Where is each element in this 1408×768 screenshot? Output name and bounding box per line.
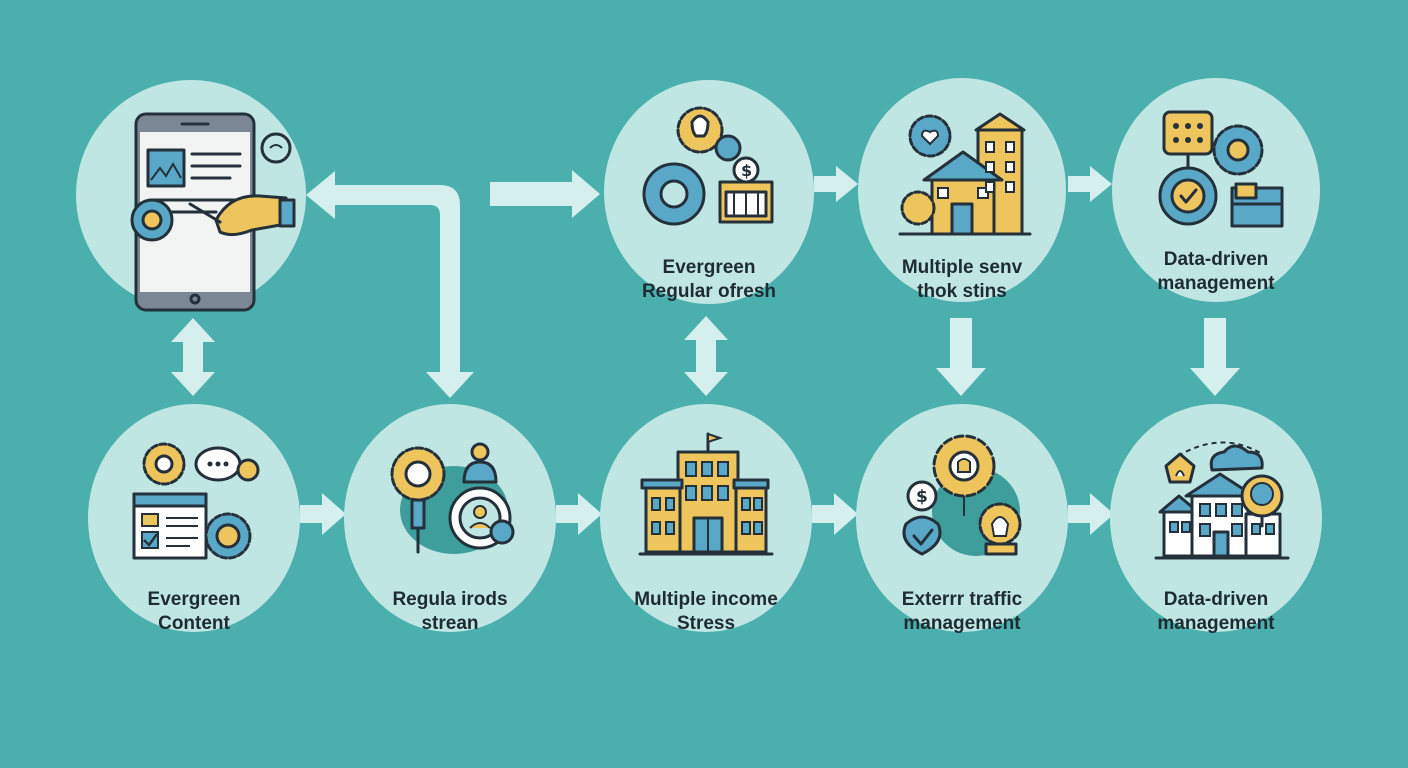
tablet-editing-icon [130,112,296,312]
data-gauge-icon [1158,110,1284,228]
label-line-2: Regular ofresh [641,281,777,302]
node-label: Data-driven management [1112,248,1320,296]
label-line-1: Data-driven [1163,589,1269,610]
arrow-bottom-2 [556,493,602,535]
buildings-icon [898,112,1032,236]
label-line-1: Evergreen [662,257,756,278]
label-line-2: thok stins [917,281,1007,302]
label-line-2: strean [421,613,479,634]
label-line-1: Regula irods [392,589,508,610]
arrow-down-data [1190,318,1240,396]
arrow-top-1 [814,166,858,202]
label-line-1: Multiple senv [901,257,1023,278]
node-label: Multiple senv thok stins [858,256,1066,304]
elbow-arrow [306,171,474,398]
label-line-1: Exterrr traffic [901,589,1023,610]
arrow-bottom-1 [300,493,346,535]
label-line-2: management [903,613,1021,634]
arrow-bottom-4 [1068,493,1114,535]
double-arrow-evergreen [684,316,728,396]
arrow-top-2 [1068,166,1112,202]
office-building-icon [638,432,774,556]
node-label: Multiple income Stress [600,588,812,636]
money-bulb-icon: $ [902,434,1022,556]
svg-text:$: $ [741,161,752,180]
gears-finance-icon: $ [642,106,774,226]
node-label: Evergreen Content [88,588,300,636]
label-line-2: Stress [676,613,736,634]
label-line-1: Evergreen [147,589,241,610]
node-label: Regula irods strean [344,588,556,636]
person-gear-icon [390,442,515,554]
label-line-2: management [1157,613,1275,634]
node-label: Evergreen Regular ofresh [604,256,814,304]
double-arrow-tablet [171,318,215,396]
label-line-1: Data-driven [1163,249,1269,270]
arrow-down-multiple [936,318,986,396]
arrow-bottom-3 [812,493,858,535]
label-line-1: Multiple income [634,589,778,610]
label-line-2: Content [158,613,230,634]
svg-text:$: $ [916,487,928,507]
node-bottom-multiple: Multiple income Stress [600,404,812,634]
content-gears-icon [132,442,260,560]
node-bottom-evergreen: Evergreen Content [88,404,300,634]
label-line-2: management [1157,273,1275,294]
arrow-to-top-evergreen [490,170,600,218]
node-label: Exterrr traffic management [856,588,1068,636]
houses-location-icon [1154,441,1290,560]
node-label: Data-driven management [1110,588,1322,636]
